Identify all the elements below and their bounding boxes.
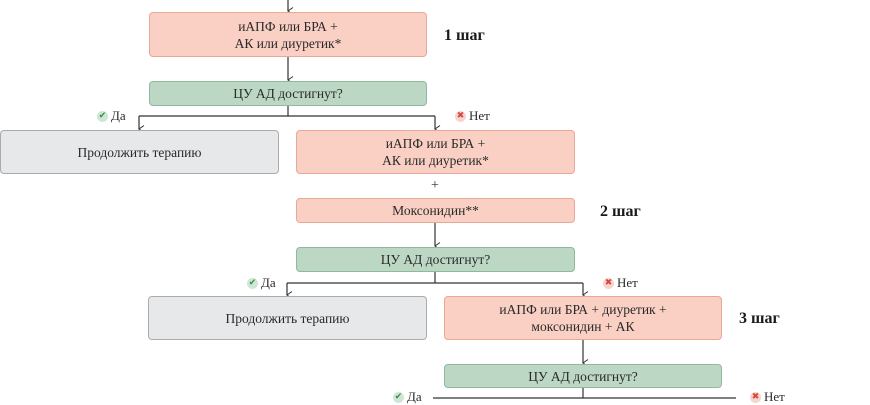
step2-therapy-box: иАПФ или БРА + АК или диуретик* [296,130,575,174]
step1-label: 1 шаг [444,27,485,44]
step2-addon-box: Моксонидин** [296,198,575,223]
step1-continue-text: Продолжить терапию [77,144,202,160]
step3-therapy-line2: моксонидин + АК [531,319,635,334]
step2-yes-text: Да [261,275,276,290]
step2-therapy-line2: АК или диуретик* [382,153,489,168]
check-icon: ✔ [97,110,108,122]
step3-yes-label: ✔ Да [393,389,422,405]
step3-check-box: ЦУ АД достигнут? [444,364,722,388]
check-icon: ✔ [247,277,258,289]
step3-check-text: ЦУ АД достигнут? [528,368,638,384]
check-icon: ✔ [393,391,404,403]
step3-therapy-box: иАПФ или БРА + диуретик + моксонидин + А… [444,296,722,340]
step2-check-box: ЦУ АД достигнут? [296,247,575,272]
cross-icon: ✖ [603,277,614,289]
step1-no-text: Нет [469,108,490,123]
step3-therapy-line1: иАПФ или БРА + диуретик + [499,302,667,317]
step3-no-label: ✖ Нет [750,389,785,405]
step3-yes-text: Да [407,389,422,404]
step2-no-label: ✖ Нет [603,275,638,291]
step1-check-text: ЦУ АД достигнут? [233,86,343,101]
step1-yes-text: Да [111,108,126,123]
step2-check-text: ЦУ АД достигнут? [380,252,491,267]
step3-no-text: Нет [764,389,785,404]
step2-yes-label: ✔ Да [247,275,276,291]
step1-continue-box: Продолжить терапию [0,130,279,174]
step1-therapy-box: иАПФ или БРА + АК или диуретик* [149,12,427,57]
step2-no-text: Нет [617,275,638,290]
step2-therapy-line1: иАПФ или БРА + [385,136,486,151]
cross-icon: ✖ [750,391,761,403]
step2-continue-text: Продолжить терапию [225,310,350,326]
step2-label: 2 шаг [600,203,641,220]
cross-icon: ✖ [455,110,466,122]
step3-label: 3 шаг [739,310,780,327]
step1-yes-label: ✔ Да [97,108,126,124]
step1-no-label: ✖ Нет [455,108,490,124]
plus-sign: + [431,178,439,193]
step2-continue-box: Продолжить терапию [148,296,427,340]
step1-therapy-line2: АК или диуретик* [234,35,342,51]
step2-addon-text: Моксонидин** [392,203,479,218]
step1-therapy-line1: иАПФ или БРА + [238,18,338,34]
step1-check-box: ЦУ АД достигнут? [149,81,427,106]
